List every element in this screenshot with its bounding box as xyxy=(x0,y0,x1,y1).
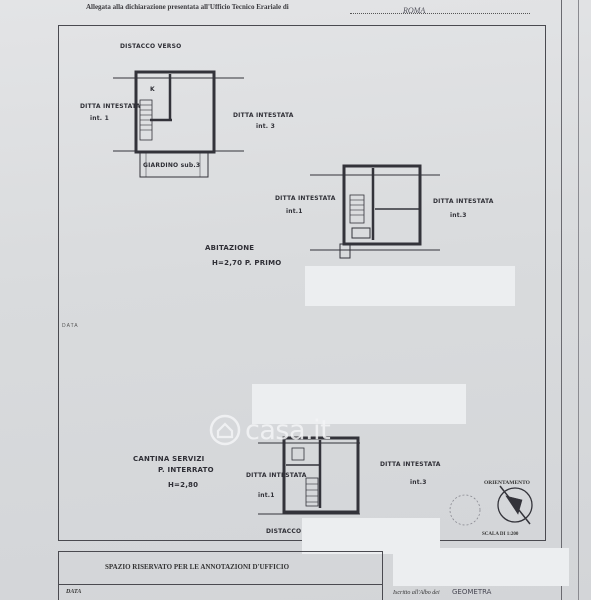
redaction-block xyxy=(252,384,466,424)
label-distacco-top: DISTACCO VERSO xyxy=(120,43,182,50)
label-ditta-int1-top: DITTA INTESTATA xyxy=(80,103,141,110)
watermark-text: casa.it xyxy=(245,414,331,446)
label-int3-top: int. 3 xyxy=(256,123,275,130)
label-abitazione: ABITAZIONE xyxy=(205,244,255,252)
label-ditta-int1-low: DITTA INTESTATA xyxy=(246,472,307,479)
label-int1-low: int.1 xyxy=(258,492,275,499)
label-interrato: P. INTERRATO xyxy=(158,466,214,474)
label-distacco-bottom: DISTACCO xyxy=(266,528,302,535)
office-divider xyxy=(58,584,383,585)
office-annotation-box xyxy=(58,551,383,600)
iscritto-value: GEOMETRA xyxy=(452,588,492,596)
label-ditta-int3-low: DITTA INTESTATA xyxy=(380,461,441,468)
header-allegata: Allegata alla dichiarazione presentata a… xyxy=(86,3,289,11)
watermark-logo: casa.it xyxy=(209,414,331,446)
margin-rule xyxy=(561,0,562,600)
header-city: ROMA xyxy=(403,6,426,15)
scale-label: SCALA DI 1:200 xyxy=(482,532,519,537)
orientation-label: ORIENTAMENTO xyxy=(484,480,530,486)
office-title: SPAZIO RISERVATO PER LE ANNOTAZIONI D'UF… xyxy=(105,563,290,571)
label-cantina: CANTINA SERVIZI xyxy=(133,455,205,463)
label-ditta-int1-mid: DITTA INTESTATA xyxy=(275,195,336,202)
label-room-k: K xyxy=(150,86,155,93)
office-data-label: DATA xyxy=(66,589,82,595)
label-piano-primo: H=2,70 P. PRIMO xyxy=(212,259,282,267)
label-ditta-int3-top: DITTA INTESTATA xyxy=(233,112,294,119)
label-h-interrato: H=2,80 xyxy=(168,481,199,489)
label-int1-mid: int.1 xyxy=(286,208,303,215)
margin-data-label: DATA xyxy=(62,323,79,329)
redaction-block xyxy=(393,548,569,586)
label-ditta-int3-mid: DITTA INTESTATA xyxy=(433,198,494,205)
margin-rule-outer xyxy=(578,0,579,600)
label-int3-low: int.3 xyxy=(410,479,427,486)
label-giardino: GIARDINO sub.3 xyxy=(143,162,201,169)
house-icon xyxy=(209,414,241,446)
label-int1-top: int. 1 xyxy=(90,115,109,122)
redaction-block xyxy=(305,266,515,306)
iscritto-label: Iscritto all'Albo dei xyxy=(393,590,440,596)
header-dotted-line xyxy=(350,13,530,14)
label-int3-mid: int.3 xyxy=(450,212,467,219)
